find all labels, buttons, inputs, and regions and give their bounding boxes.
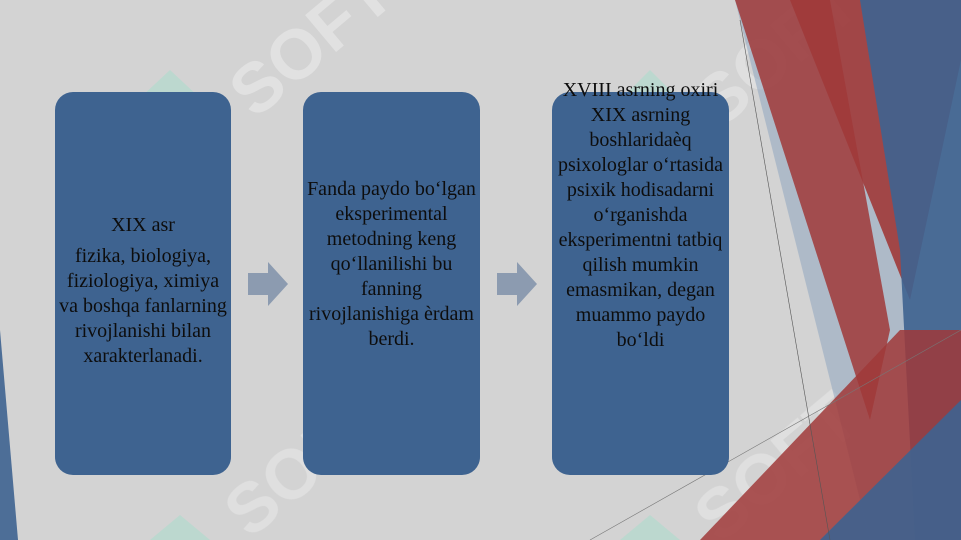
step-2-text: Fanda paydo bo‘lgan eksperimental metodn… <box>307 178 476 350</box>
step-1-text: fizika, biologiya, fiziologiya, ximiya v… <box>59 244 227 367</box>
right-arrow-icon <box>497 262 537 306</box>
right-arrow-icon <box>248 262 288 306</box>
step-box-3: XVIII asrning oxiri XIX asrning boshlari… <box>552 79 729 475</box>
step-box-1: XIX asr fizika, biologiya, fiziologiya, … <box>55 92 231 475</box>
step-box-2: Fanda paydo bo‘lgan eksperimental metodn… <box>303 92 480 475</box>
step-1-heading: XIX asr <box>111 213 175 236</box>
step-3-text: XVIII asrning oxiri XIX asrning boshlari… <box>558 79 723 351</box>
